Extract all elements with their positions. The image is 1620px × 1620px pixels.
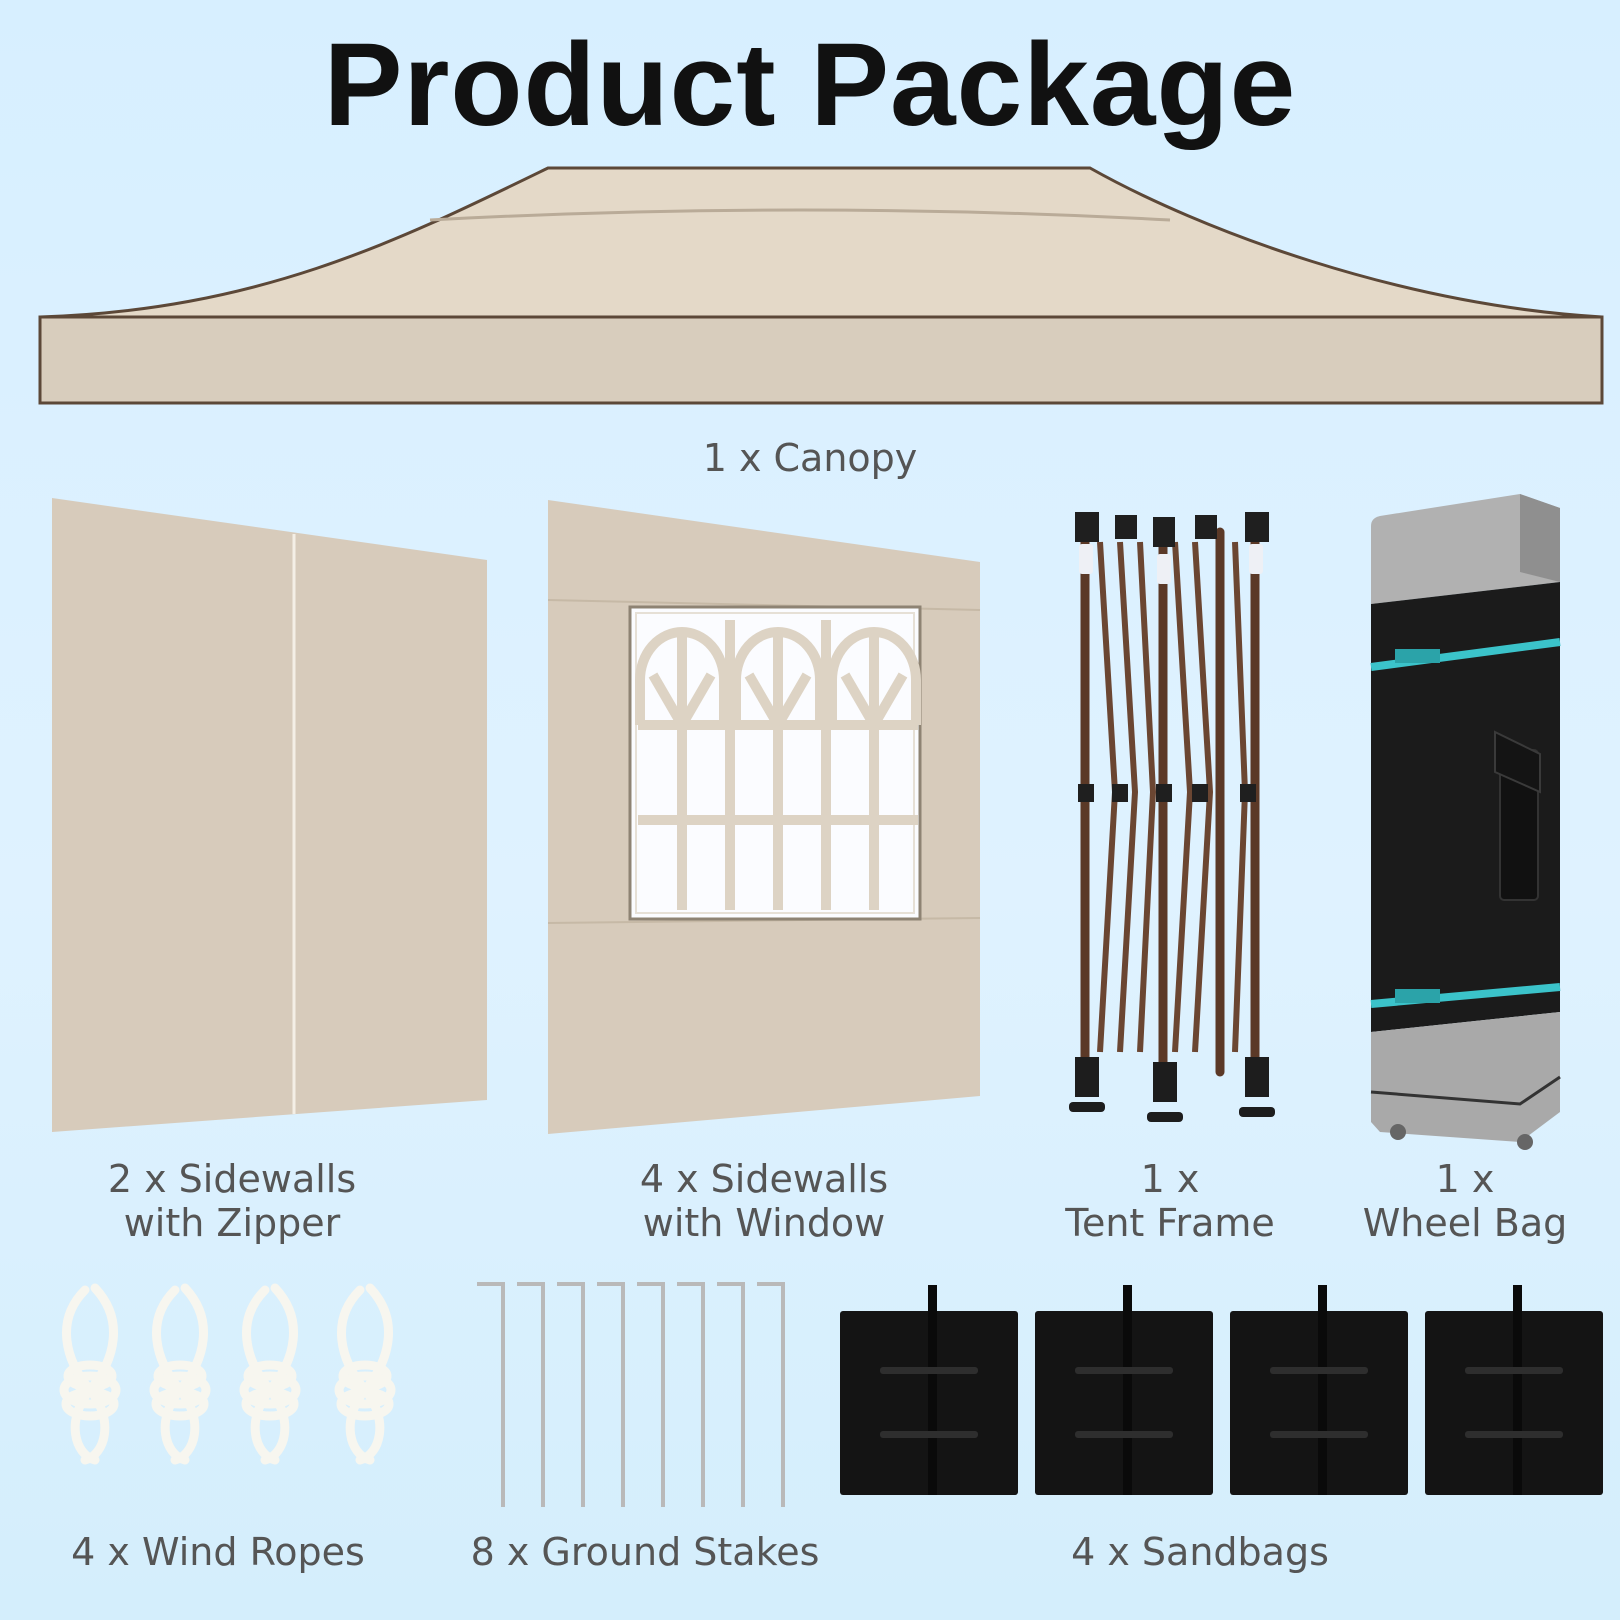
sidewalls-window-label: 4 x Sidewalls with Window (604, 1157, 924, 1245)
stake-icon (677, 1282, 705, 1507)
rope-icon (59, 1283, 121, 1465)
sidewalls-zipper-label-line2: with Zipper (123, 1201, 341, 1245)
rope-icon (334, 1283, 396, 1465)
stake-icon (757, 1282, 785, 1507)
rope-icon (239, 1283, 301, 1465)
stake-icon (477, 1282, 505, 1507)
stake-icon (517, 1282, 545, 1507)
stake-icon (597, 1282, 625, 1507)
stake-icon (557, 1282, 585, 1507)
ground-stakes-group (477, 1282, 785, 1507)
window-sidewall-icon (547, 500, 981, 1134)
canopy-icon (38, 166, 1604, 405)
zipper-sidewall-icon (52, 498, 487, 1132)
stake-icon (637, 1282, 665, 1507)
sandbag-icon (1425, 1285, 1603, 1495)
wheel-bag-label-line1: 1 x (1435, 1157, 1495, 1201)
tent-frame-label: 1 x Tent Frame (1040, 1157, 1300, 1245)
wheel-bag-label-line2: Wheel Bag (1362, 1201, 1568, 1245)
wheel-bag-label: 1 x Wheel Bag (1335, 1157, 1595, 1245)
sandbag-icon (1035, 1285, 1213, 1495)
rope-icon (149, 1283, 211, 1465)
sidewalls-zipper-label-line1: 2 x Sidewalls (107, 1157, 357, 1201)
wheel-bag-icon (1370, 494, 1561, 1150)
wind-ropes-label: 4 x Wind Ropes (71, 1530, 365, 1574)
sidewalls-zipper-label: 2 x Sidewalls with Zipper (72, 1157, 392, 1245)
tent-frame-icon (1069, 512, 1275, 1122)
ground-stakes-label: 8 x Ground Stakes (470, 1530, 820, 1574)
sidewalls-window-label-line1: 4 x Sidewalls (639, 1157, 889, 1201)
sandbags-label: 4 x Sandbags (1071, 1530, 1329, 1574)
sandbag-icon (840, 1285, 1018, 1495)
page-title: Product Package (323, 19, 1297, 151)
tent-frame-label-line2: Tent Frame (1065, 1201, 1275, 1245)
sandbags-group (840, 1285, 1603, 1495)
canopy-label: 1 x Canopy (702, 436, 918, 480)
wind-ropes-group (59, 1283, 396, 1465)
sidewalls-window-label-line2: with Window (642, 1201, 886, 1245)
sandbag-icon (1230, 1285, 1408, 1495)
tent-frame-label-line1: 1 x (1140, 1157, 1200, 1201)
stake-icon (717, 1282, 745, 1507)
